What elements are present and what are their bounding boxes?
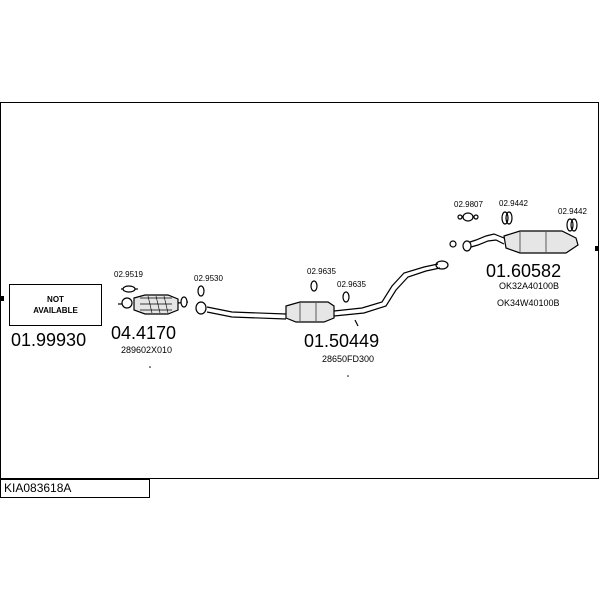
oem-code: 289602X010	[121, 345, 173, 355]
clamp-code-02-9635[interactable]: 02.9635	[307, 267, 336, 276]
rear-silencer-drawing	[449, 230, 579, 254]
dot-marker	[149, 366, 151, 368]
middle-silencer-drawing	[206, 260, 449, 327]
reference-code-box: KIA083618A	[0, 479, 150, 498]
clamp-code-02-9442[interactable]: 02.9442	[558, 207, 587, 216]
not-available-box: NOT AVAILABLE	[9, 284, 102, 326]
oem-code: 28650FD300	[322, 354, 375, 364]
rear-clamps-drawing	[457, 211, 578, 232]
not-available-line2: AVAILABLE	[33, 306, 78, 315]
part-code-01-50449[interactable]: 01.50449	[304, 331, 380, 351]
left-edge-marker	[0, 296, 4, 301]
clamp-code-02-9519[interactable]: 02.9519	[114, 270, 143, 279]
clamp-code-02-9530[interactable]: 02.9530	[194, 274, 223, 283]
part-code-01-99930[interactable]: 01.99930	[11, 330, 87, 350]
diagram-frame	[0, 102, 599, 479]
clamp-code-02-9635[interactable]: 02.9635	[337, 280, 366, 289]
clamp-02-9519-drawing	[121, 285, 138, 293]
clamp-02-9530-drawing	[195, 285, 207, 315]
right-edge-marker	[595, 246, 599, 251]
clamp-code-02-9442[interactable]: 02.9442	[499, 199, 528, 208]
catalytic-converter-drawing	[118, 294, 189, 315]
clamp-02-9635-drawing	[310, 280, 350, 303]
oem-code: OK32A40100B	[499, 281, 560, 291]
oem-code: OK34W40100B	[497, 298, 560, 308]
part-code-04-4170[interactable]: 04.4170	[111, 323, 177, 343]
clamp-code-02-9807[interactable]: 02.9807	[454, 200, 483, 209]
part-code-01-60582[interactable]: 01.60582	[486, 261, 562, 281]
dot-marker	[347, 375, 349, 377]
not-available-line1: NOT	[47, 295, 64, 304]
